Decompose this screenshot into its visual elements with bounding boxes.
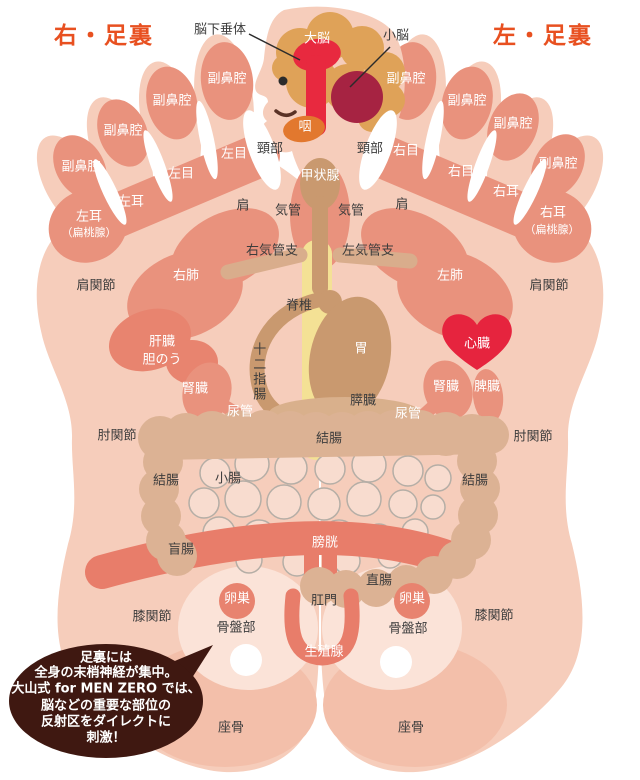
label-liver: 肝臓 [148,334,176,350]
label-pelvis-right: 骨盤部 [388,621,428,637]
label-ureter-right: 尿管 [394,406,422,422]
label-spleen: 脾臓 [473,379,501,395]
label-gallbladder: 胆のう [142,352,182,368]
label-sinus-6: 副鼻腔 [447,93,487,109]
label-shoulder-right: 肩 [395,197,409,213]
label-colon-right: 結腸 [461,473,489,489]
label-thyroid: 甲状腺 [300,168,340,184]
label-shoulder-joint-left: 肩関節 [76,278,116,294]
label-elbow-joint-right: 肘関節 [513,429,553,445]
heart-shape [442,314,512,370]
label-colon-center: 結腸 [315,431,343,447]
label-neck-right: 頸部 [356,141,384,157]
cerebellum-shape [331,71,383,123]
label-right-eye-1: 右目 [392,143,420,159]
callout-line-2: 全身の末梢神経が集中。 [34,665,178,681]
label-right-tonsil: （扁桃腺） [524,222,580,236]
ovary-right-shape [394,583,430,619]
label-ovary-left: 卵巣 [223,591,251,607]
speech-bubble-shape [9,644,213,758]
heel-dot-left [230,644,262,676]
label-trachea-right: 気管 [337,203,365,219]
label-left-lung: 左肺 [436,268,464,284]
callout-line-6: 刺激！ [86,730,126,746]
label-kidney-left: 腎臓 [181,381,209,397]
lung-zones [127,208,513,340]
eye-ear-zones [48,134,592,263]
sinus-toe-pads [53,42,585,199]
label-spine: 脊椎 [285,298,313,314]
ovary-left-shape [219,583,255,619]
label-ureter-left: 尿管 [226,404,254,420]
label-heart: 心臓 [463,336,491,352]
heel-dot-right [380,646,412,678]
toe-gaps [93,100,547,225]
label-anus: 肛門 [310,593,338,609]
label-bladder: 膀胱 [311,535,339,551]
pointer-lines [248,33,391,88]
label-rectum: 直腸 [365,573,393,589]
callout-line-1: 足裏には [79,650,133,666]
label-cecum: 盲腸 [167,542,195,558]
throat-shape [283,115,325,143]
label-right-bronchus: 右気管支 [245,243,299,259]
label-colon-left: 結腸 [152,473,180,489]
label-elbow-joint-left: 肘関節 [97,428,137,444]
label-sinus-8: 副鼻腔 [538,156,578,172]
cerebellum-pointer [349,46,391,88]
label-right-lung: 右肺 [172,268,200,284]
spleen-shape [472,369,504,423]
label-pituitary: 脳下垂体 [193,22,247,38]
label-pancreas: 膵臓 [349,393,377,409]
label-sinus-5: 副鼻腔 [386,71,426,87]
label-ischium-left: 座骨 [217,720,245,736]
face-eye [278,76,288,86]
colon-track [138,410,509,608]
label-knee-joint-right: 膝関節 [474,608,514,624]
label-sinus-3: 副鼻腔 [152,93,192,109]
pituitary-pointer [248,33,301,61]
label-ischium-right: 座骨 [397,720,425,736]
label-trachea-left: 気管 [274,203,302,219]
label-small-intestine: 小腸 [214,471,242,487]
label-sinus-1: 副鼻腔 [61,159,101,175]
label-duodenum: 十二指腸 [250,342,266,402]
label-stomach: 胃 [354,341,368,357]
label-right-ear: 右耳 [492,184,520,200]
label-left-ear-tonsil: 左耳 [75,209,103,225]
label-cerebrum: 大脳 [303,31,331,47]
label-knee-joint-left: 膝関節 [132,609,172,625]
callout-line-5: 反射区をダイレクトに [40,714,172,730]
label-gonad: 生殖腺 [304,644,344,660]
label-right-eye-2: 右目 [447,164,475,180]
label-left-eye-2: 左目 [167,166,195,182]
title-left-sole: 左・足裏 [493,23,593,50]
reproductive-zone [219,583,430,666]
title-right-sole: 右・足裏 [54,23,154,50]
label-left-ear: 左耳 [117,194,145,210]
label-shoulder-left: 肩 [236,198,250,214]
brain-stem [293,38,341,136]
label-left-bronchus: 左気管支 [341,243,395,259]
face-smile [274,109,297,117]
label-kidney-right: 腎臓 [432,379,460,395]
label-shoulder-joint-right: 肩関節 [529,278,569,294]
label-sinus-7: 副鼻腔 [493,116,533,132]
label-right-ear-tonsil: 右耳 [539,205,567,221]
label-cerebellum: 小脳 [382,28,410,44]
callout-line-4: 脳などの重要な部位の [40,698,172,714]
label-left-tonsil: （扁桃腺） [61,225,117,239]
label-sinus-4: 副鼻腔 [207,71,247,87]
label-throat: 咽 [298,119,312,135]
label-ovary-right: 卵巣 [398,591,426,607]
label-left-eye-1: 左目 [220,146,248,162]
callout-line-3: 大山式 for MEN ZERO では、 [11,681,201,697]
label-neck-left: 頸部 [256,141,284,157]
label-pelvis-left: 骨盤部 [216,620,256,636]
cecum-shape [157,536,197,576]
label-sinus-2: 副鼻腔 [103,123,143,139]
